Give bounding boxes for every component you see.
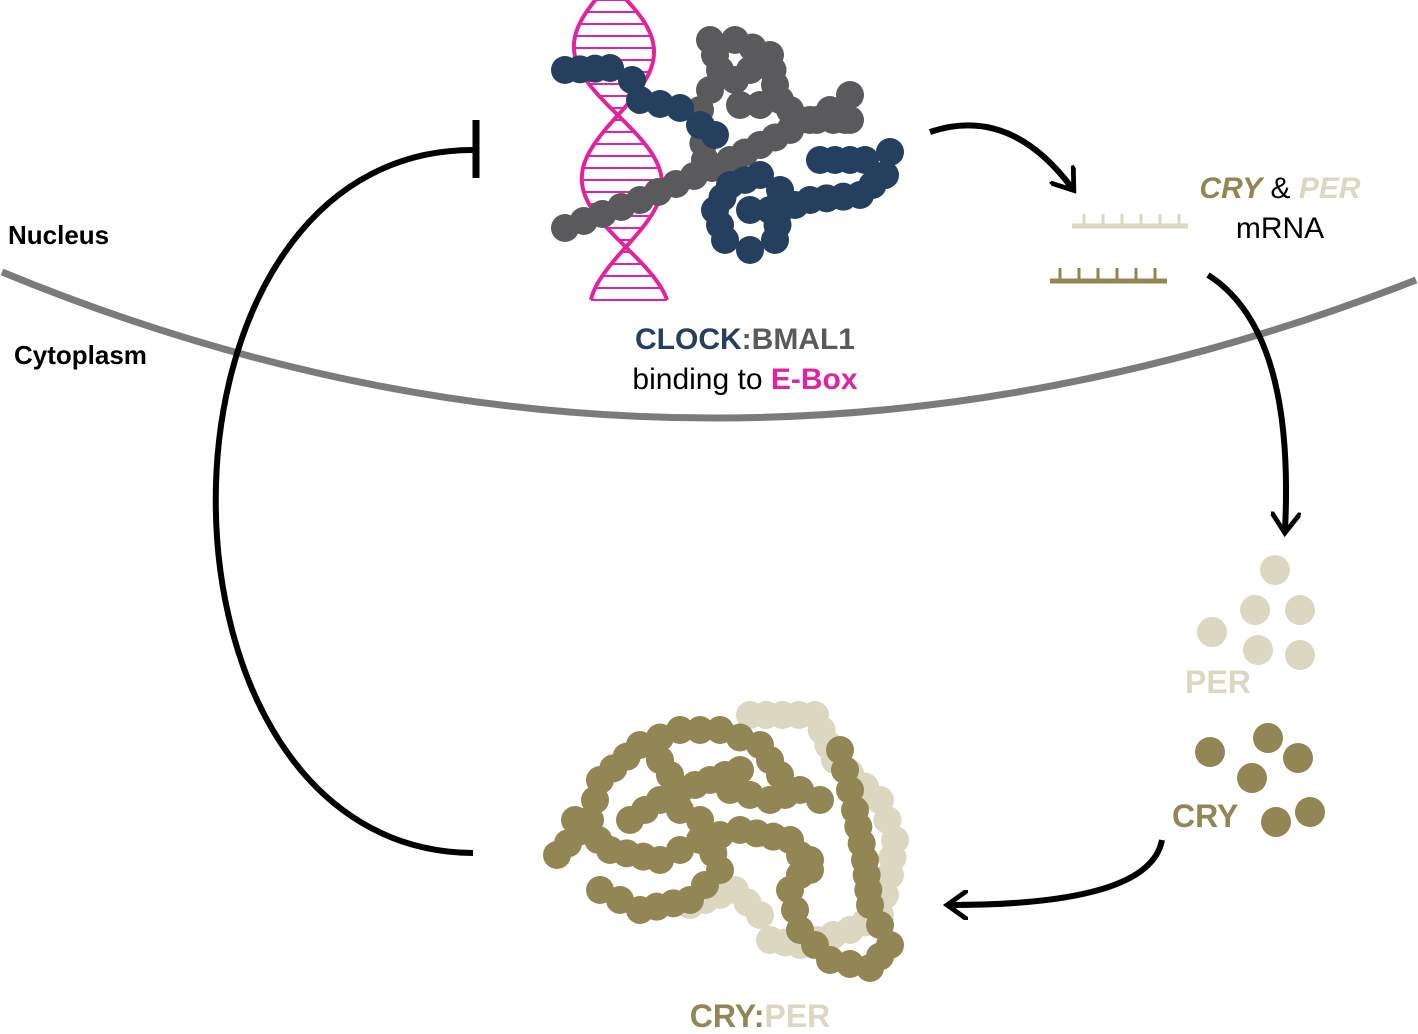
clock-bmal1-complex-icon	[551, 26, 904, 264]
ebox-label: E-Box	[770, 363, 858, 396]
cytoplasm-label: Cytoplasm	[14, 340, 147, 370]
complex-separator: :	[741, 323, 752, 356]
cry-protein-label: CRY	[1172, 798, 1239, 834]
dna-helix-icon	[571, 0, 669, 301]
per-mrna-icon	[1072, 214, 1188, 229]
nucleus-label: Nucleus	[8, 220, 110, 250]
cry-per-label: CRY:PER	[660, 1000, 860, 1032]
per-gene-label: PER	[1298, 172, 1361, 205]
dimerization-arrow	[950, 839, 1165, 905]
dimer-per-label: PER	[764, 998, 831, 1034]
mrna-label: mRNA	[1235, 212, 1325, 245]
binding-label: binding to E-Box	[560, 365, 930, 395]
inhibition-arrow	[212, 147, 474, 856]
mrna-title: CRY & PER	[1150, 174, 1410, 204]
translation-arrow	[1206, 272, 1286, 530]
clock-bmal1-label: CLOCK:BMAL1	[560, 325, 930, 355]
clock-label: CLOCK	[635, 323, 742, 356]
dimer-separator: :	[753, 998, 765, 1034]
dimer-cry-label: CRY	[689, 998, 754, 1034]
mrna-amp: &	[1262, 172, 1299, 205]
cry-per-complex-icon	[543, 701, 909, 982]
per-protein-label: PER	[1185, 664, 1251, 700]
transcription-arrow	[929, 122, 1072, 188]
cry-gene-label: CRY	[1199, 172, 1263, 205]
cry-mrna-icon	[1050, 268, 1167, 284]
per-protein-dots-icon	[1197, 555, 1315, 670]
cry-protein-dots-icon	[1195, 723, 1325, 837]
binding-prefix: binding to	[632, 363, 771, 396]
bmal1-label: BMAL1	[751, 323, 855, 356]
nuclear-membrane	[0, 268, 1418, 422]
